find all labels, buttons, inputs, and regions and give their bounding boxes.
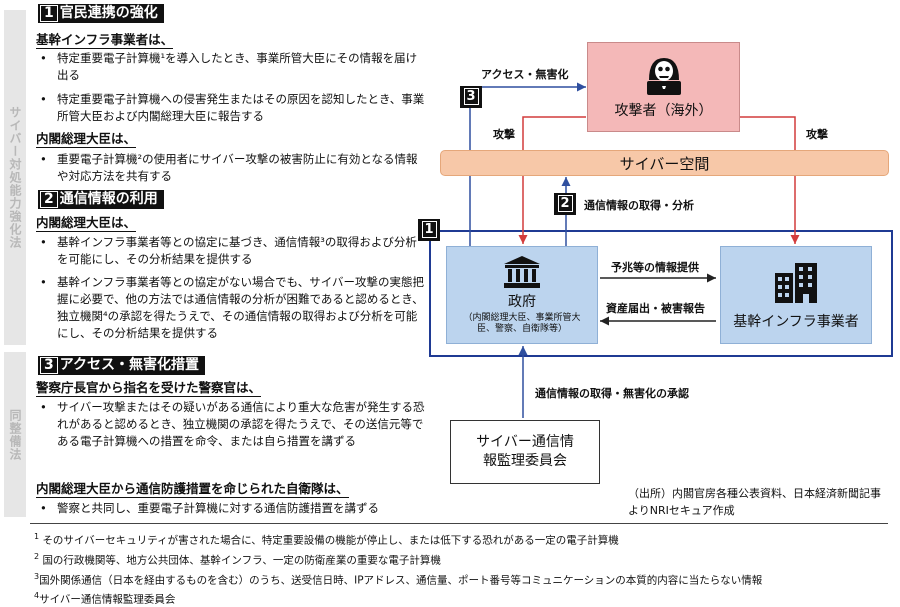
cyberspace-label: サイバー空間 <box>619 154 710 173</box>
footnote-1: 1 そのサイバーセキュリティが害された場合に、特定重要設備の機能が停止し、または… <box>34 532 619 547</box>
footnote-4: 4サイバー通信情報監理委員会 <box>34 591 176 606</box>
attacker-box: 攻撃者（海外） <box>587 42 740 132</box>
committee-label: サイバー通信情報監理委員会 <box>476 434 574 469</box>
government-box: 政府 （内閣総理大臣、事業所管大臣、警察、自衛隊等） <box>446 246 598 344</box>
attack-left-arrow <box>518 116 586 244</box>
attacker-label: 攻撃者（海外） <box>614 103 713 119</box>
section-3-bullet-2: •警察と共同し、重要電子計算機に対する通信防護措置を講ずる <box>40 501 379 515</box>
committee-box: サイバー通信情報監理委員会 <box>450 420 600 484</box>
acquire-label: 通信情報の取得・分析 <box>584 199 694 212</box>
section-2-number: 2 <box>40 191 58 208</box>
diagram-number-1: 1 <box>418 219 440 241</box>
approve-label: 通信情報の取得・無害化の承認 <box>535 387 689 400</box>
government-label: 政府 <box>508 294 536 310</box>
section-3-sub-2: 内閣総理大臣から通信防護措置を命じられた自衛隊は、 <box>36 481 349 498</box>
attack-right-arrow <box>740 116 800 244</box>
government-sublabel: （内閣総理大臣、事業所管大臣、警察、自衛隊等） <box>463 313 581 334</box>
side-label-cyber-law: サイバー対処能力強化法 <box>4 10 26 345</box>
section-1-bullet-2: •特定重要電子計算機への侵害発生またはその原因を認知したとき、事業所管大臣および… <box>40 92 425 123</box>
section-1-sub-1: 基幹インフラ事業者は、 <box>36 32 174 49</box>
section-1-bullet-1: •特定重要電子計算機¹を導入したとき、事業所管大臣にその情報を届け出る <box>40 51 418 82</box>
section-2-bullet-2: •基幹インフラ事業者等との協定がない場合でも、サイバー攻撃の実態把握に必要で、他… <box>40 275 424 340</box>
diagram-arrows <box>429 82 893 418</box>
section-3-title: アクセス・無害化措置 <box>59 357 200 373</box>
attack-left-label: 攻撃 <box>493 128 515 141</box>
office-buildings-icon <box>775 263 817 303</box>
section-1-bullet-3: •重要電子計算機²の使用者にサイバー攻撃の被害防止に有効となる情報や対応方法を共… <box>40 152 418 183</box>
diagram-number-3: 3 <box>460 86 482 108</box>
section-3-number: 3 <box>40 357 58 374</box>
section-2-bullet-1: •基幹インフラ事業者等との協定に基づき、通信情報³の取得および分析を可能にし、そ… <box>40 235 417 266</box>
section-3-bullet-1: •サイバー攻撃またはその疑いがある通信により重大な危害が発生する恐れがあると認め… <box>40 400 425 448</box>
section-2-title: 通信情報の利用 <box>59 191 158 207</box>
government-building-icon <box>504 256 540 288</box>
infra-box: 基幹インフラ事業者 <box>720 246 872 344</box>
section-3-sub-1: 警察庁長官から指名を受けた警察官は、 <box>36 380 262 397</box>
section-2-sub-1: 内閣総理大臣は、 <box>36 215 137 232</box>
section-1-frame <box>429 230 893 357</box>
side-label-seibi-law: 同整備法 <box>4 352 26 517</box>
report-label: 資産届出・被害報告 <box>606 302 705 315</box>
source-note: （出所）内閣官房各種公表資料、日本経済新聞記事よりNRIセキュア作成 <box>628 487 881 517</box>
attack-right-label: 攻撃 <box>806 128 828 141</box>
section-1-sub-2: 内閣総理大臣は、 <box>36 131 137 148</box>
footnote-3: 3国外関係通信（日本を経由するものを含む）のうち、送受信日時、IPアドレス、通信… <box>34 572 763 587</box>
section-1-title: 官民連携の強化 <box>59 5 158 21</box>
provide-label: 予兆等の情報提供 <box>611 261 699 274</box>
access-label: アクセス・無害化 <box>481 68 569 81</box>
cyberspace-bar: サイバー空間 <box>440 150 889 176</box>
diagram-number-2: 2 <box>554 193 576 215</box>
footnote-2: 2 国の行政機関等、地方公共団体、基幹インフラ、一定の防衛産業の重要な電子計算機 <box>34 552 441 567</box>
hacker-icon <box>646 58 681 95</box>
infra-label: 基幹インフラ事業者 <box>733 314 859 330</box>
section-1-number: 1 <box>40 5 58 22</box>
footnote-divider <box>30 523 888 524</box>
